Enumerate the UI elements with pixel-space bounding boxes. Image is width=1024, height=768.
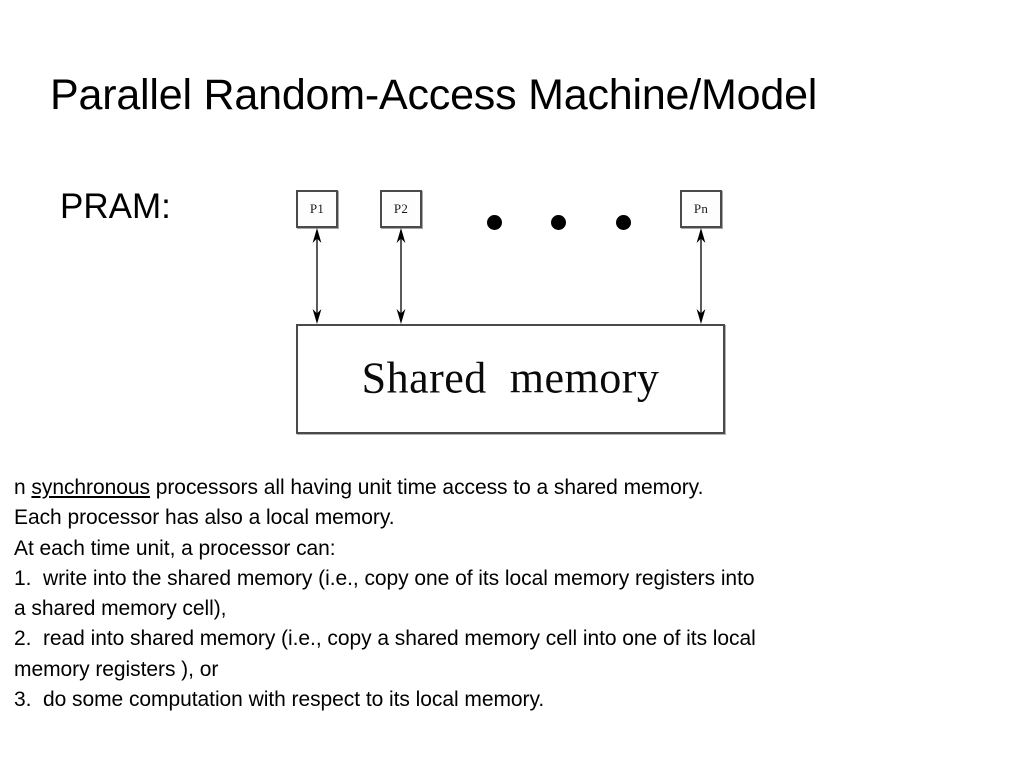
- page-title: Parallel Random-Access Machine/Model: [50, 71, 818, 119]
- body-text-run: At each time unit, a processor can:: [14, 536, 336, 560]
- processor-box-p1: P1: [296, 190, 338, 228]
- processor-label: P1: [309, 201, 325, 216]
- processor-box-pn: Pn: [680, 190, 722, 228]
- body-line: n synchronous processors all having unit…: [14, 473, 1014, 503]
- processor-box-p2: P2: [380, 190, 422, 228]
- body-text-run: a shared memory cell),: [14, 597, 227, 621]
- connector-arrow-pn: [692, 228, 710, 324]
- emphasized-term: synchronous: [31, 476, 150, 499]
- body-text-run: memory registers ), or: [14, 657, 219, 681]
- shared-memory-box: Shared memory: [296, 324, 725, 434]
- processor-label: P2: [393, 201, 409, 216]
- body-text-run: 3. do some computation with respect to i…: [14, 688, 545, 712]
- body-line: 1. write into the shared memory (i.e., c…: [14, 564, 1014, 594]
- body-line: Each processor has also a local memory.: [14, 503, 1014, 533]
- body-text-block: n synchronous processors all having unit…: [14, 473, 1014, 715]
- body-text-run: 2. read into shared memory (i.e., copy a…: [14, 627, 756, 651]
- connector-arrow-p2: [392, 228, 410, 324]
- body-text-run: n: [14, 476, 32, 499]
- pram-diagram: P1 P2 Pn Shared memory: [290, 185, 735, 445]
- body-line: 3. do some computation with respect to i…: [14, 685, 1014, 715]
- ellipsis-dot: [551, 215, 566, 230]
- ellipsis-dot: [487, 215, 502, 230]
- body-line: 2. read into shared memory (i.e., copy a…: [14, 624, 1014, 654]
- pram-label: PRAM:: [60, 187, 171, 226]
- body-line: memory registers ), or: [14, 655, 1014, 685]
- body-text-run: Each processor has also a local memory.: [14, 506, 395, 530]
- ellipsis-dot: [616, 215, 631, 230]
- body-line: At each time unit, a processor can:: [14, 534, 1014, 564]
- connector-arrow-p1: [308, 228, 326, 324]
- body-text-run: 1. write into the shared memory (i.e., c…: [14, 566, 755, 590]
- processor-label: Pn: [693, 201, 709, 216]
- body-text-run: processors all having unit time access t…: [149, 476, 704, 499]
- shared-memory-label: Shared memory: [361, 353, 660, 403]
- body-line: a shared memory cell),: [14, 594, 1014, 624]
